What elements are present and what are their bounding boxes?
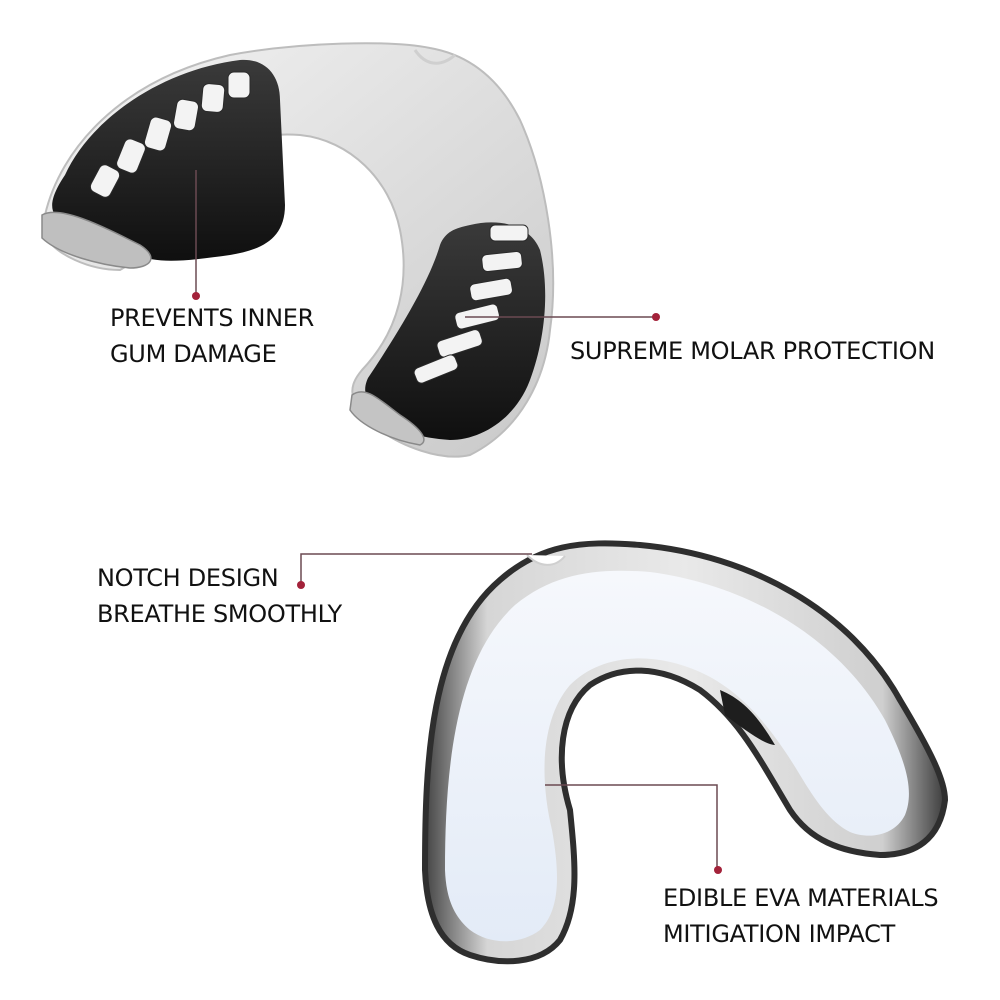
bottom-notch xyxy=(526,554,566,566)
left-molar-pad xyxy=(52,59,285,261)
callout-line-eva xyxy=(545,784,718,868)
bottom-inner-dark-accent xyxy=(720,690,775,745)
left-pad-inserts xyxy=(89,71,251,198)
callout-dot-molar xyxy=(652,313,660,321)
callout-label-notch: NOTCH DESIGN BREATHE SMOOTHLY xyxy=(97,560,342,632)
callout-notch-line-2: BREATHE SMOOTHLY xyxy=(97,600,342,628)
right-molar-pad xyxy=(365,222,546,440)
callout-lines xyxy=(195,170,718,868)
callout-label-eva: EDIBLE EVA MATERIALS MITIGATION IMPACT xyxy=(663,880,939,952)
callout-dots xyxy=(192,292,722,874)
callout-molar-line-1: SUPREME MOLAR PROTECTION xyxy=(570,337,935,365)
callout-label-molar: SUPREME MOLAR PROTECTION xyxy=(570,333,935,369)
bottom-mouthguard xyxy=(421,540,949,965)
top-mouthguard xyxy=(41,42,555,458)
callout-dot-eva xyxy=(714,866,722,874)
callout-line-notch xyxy=(300,553,532,584)
callout-gum-line-2: GUM DAMAGE xyxy=(110,340,277,368)
callout-notch-line-1: NOTCH DESIGN xyxy=(97,564,279,592)
left-pad-lip xyxy=(41,211,152,269)
callout-label-gum: PREVENTS INNER GUM DAMAGE xyxy=(110,300,314,372)
right-pad-lip xyxy=(349,391,425,446)
callout-dot-notch xyxy=(297,581,305,589)
bottom-mouthguard-tray xyxy=(445,570,909,942)
callout-gum-line-1: PREVENTS INNER xyxy=(110,304,314,332)
callout-eva-line-2: MITIGATION IMPACT xyxy=(663,920,895,948)
callout-dot-gum xyxy=(192,292,200,300)
top-notch xyxy=(413,49,456,65)
right-pad-inserts xyxy=(413,224,529,384)
callout-eva-line-1: EDIBLE EVA MATERIALS xyxy=(663,884,939,912)
